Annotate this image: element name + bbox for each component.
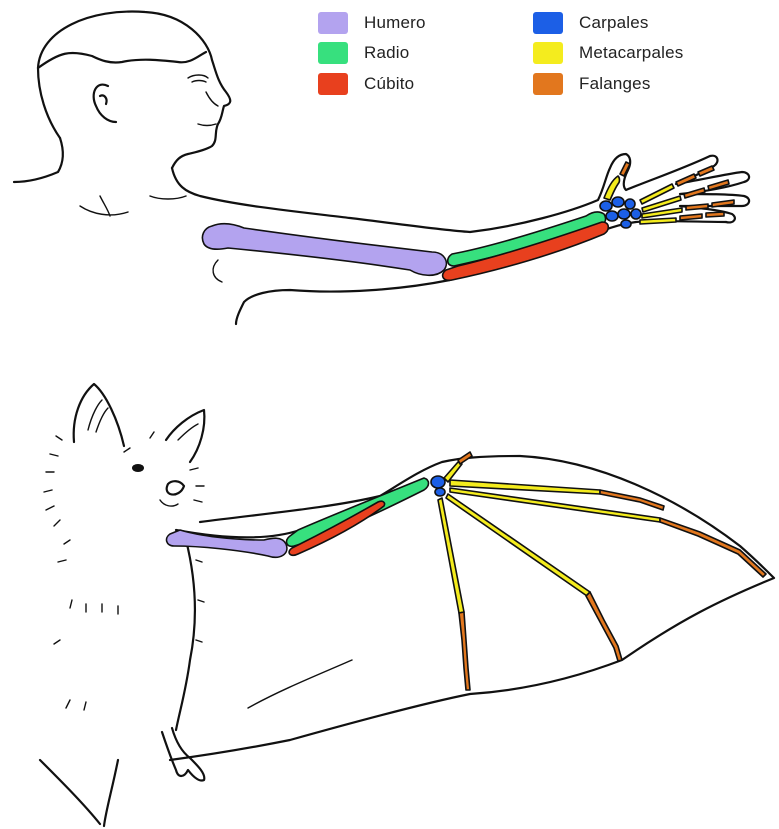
bat-body-fur [54, 540, 204, 710]
human-illustration [14, 12, 749, 324]
bat-wing-membrane [170, 456, 774, 760]
human-neck [14, 138, 63, 182]
bat-body-outline [176, 540, 195, 730]
human-mouth [198, 124, 216, 126]
human-hair [38, 52, 206, 138]
bat-metacarpals [438, 462, 660, 613]
human-head-outline [38, 12, 230, 168]
bat-right-ear-inner [178, 424, 198, 440]
bat-right-ear [166, 410, 204, 462]
bat-foot [162, 728, 204, 781]
human-underarm [213, 260, 222, 282]
bat-wing-fold-line [248, 660, 352, 708]
human-eye [188, 75, 208, 82]
bat-nose [167, 481, 184, 494]
bat-illustration [40, 384, 774, 826]
human-nose-line [206, 92, 218, 106]
bat-carpals [431, 476, 445, 496]
human-humerus [202, 224, 446, 275]
bat-tail-membrane [40, 760, 118, 826]
bat-left-ear [74, 384, 124, 446]
bat-eye [132, 464, 144, 472]
human-collar-lines [80, 196, 186, 216]
bat-left-ear-inner [88, 400, 108, 432]
bat-humerus [167, 530, 287, 557]
human-ear [94, 85, 116, 122]
bat-radius [287, 478, 429, 546]
bat-mouth [160, 500, 178, 506]
